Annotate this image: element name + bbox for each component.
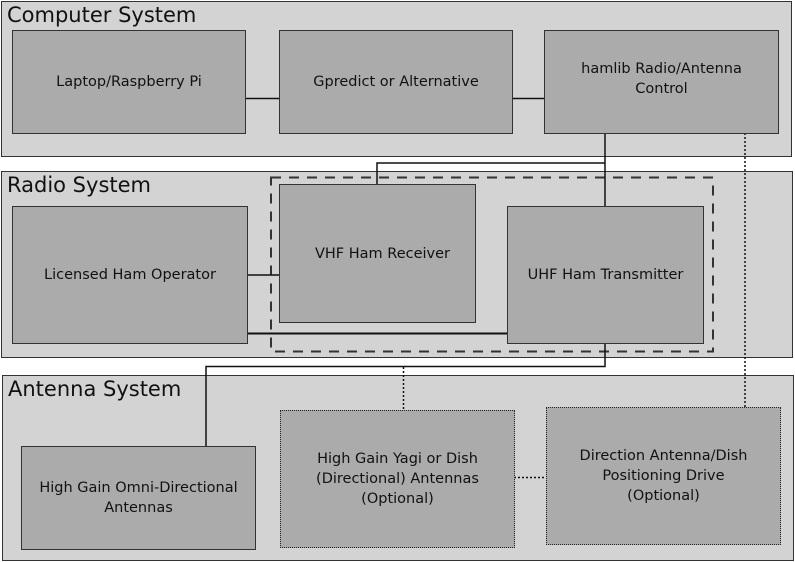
omni-directional-antennas-label: High Gain Omni-Directional Antennas xyxy=(39,480,238,516)
vhf-ham-receiver-label: VHF Ham Receiver xyxy=(314,245,451,262)
radio-system-title: Radio System xyxy=(7,173,151,197)
gpredict-box: Gpredict or Alternative xyxy=(279,30,513,134)
hamlib-label: hamlib Radio/Antenna Control xyxy=(581,61,742,97)
positioning-drive-label: Direction Antenna/Dish Positioning Drive… xyxy=(579,448,748,504)
laptop-raspberry-pi-box: Laptop/Raspberry Pi xyxy=(12,30,246,134)
uhf-ham-transmitter-box: UHF Ham Transmitter xyxy=(507,206,704,344)
yagi-dish-antennas-box: High Gain Yagi or Dish (Directional) Ant… xyxy=(280,410,515,548)
licensed-ham-operator-box: Licensed Ham Operator xyxy=(12,206,248,344)
antenna-system-title: Antenna System xyxy=(8,377,182,401)
omni-directional-antennas-box: High Gain Omni-Directional Antennas xyxy=(21,446,256,550)
uhf-ham-transmitter-label: UHF Ham Transmitter xyxy=(527,267,684,283)
gpredict-label: Gpredict or Alternative xyxy=(313,74,479,90)
hamlib-box: hamlib Radio/Antenna Control xyxy=(544,30,779,134)
yagi-dish-antennas-label: High Gain Yagi or Dish (Directional) Ant… xyxy=(316,451,479,507)
vhf-ham-receiver-box: VHF Ham Receiver xyxy=(279,184,476,323)
laptop-raspberry-pi-label: Laptop/Raspberry Pi xyxy=(56,74,202,90)
computer-system-title: Computer System xyxy=(7,3,197,27)
positioning-drive-box: Direction Antenna/Dish Positioning Drive… xyxy=(546,407,781,545)
licensed-ham-operator-label: Licensed Ham Operator xyxy=(44,267,216,283)
